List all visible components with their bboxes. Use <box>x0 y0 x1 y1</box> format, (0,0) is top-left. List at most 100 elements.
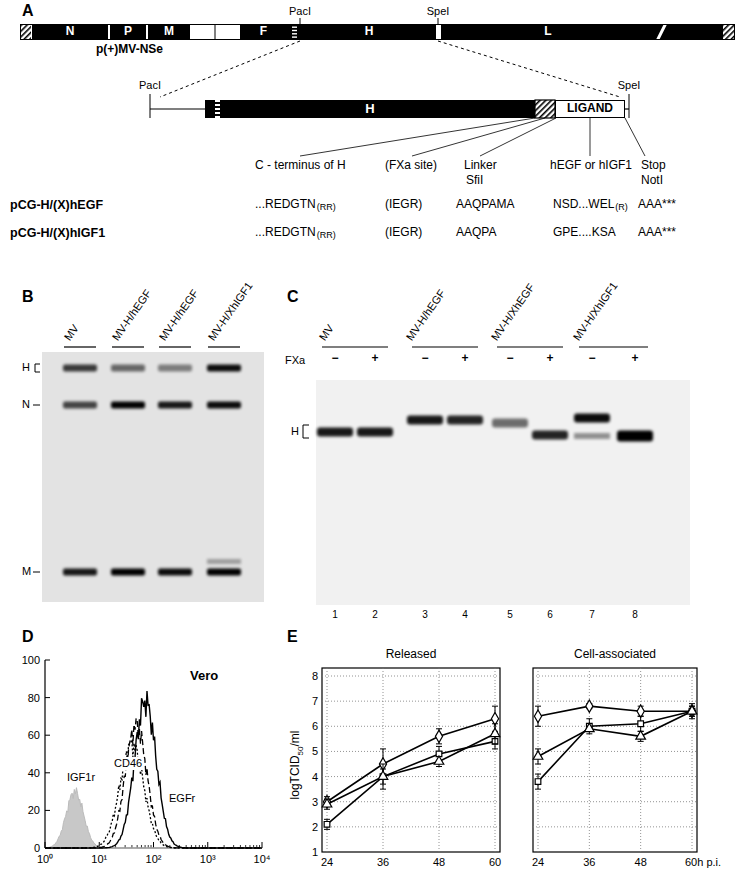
line <box>640 668 641 852</box>
axis-tick: 2 <box>312 821 318 834</box>
line <box>45 842 46 848</box>
treatment-sign: − <box>588 352 595 366</box>
lane-label: MV <box>317 322 337 343</box>
line <box>380 769 386 770</box>
line <box>322 346 388 347</box>
lane-label: MV-H/hEGF <box>404 287 448 343</box>
lane-number: 5 <box>507 609 513 621</box>
line <box>492 748 498 749</box>
construct-name: pCG-H/(X)hEGF <box>10 198 103 212</box>
line <box>64 346 96 347</box>
growth-plot-cell <box>533 668 697 852</box>
lane-label: MV-H/XhIGF1 <box>571 280 621 343</box>
axis-tick: 8 <box>312 670 318 683</box>
sequence-text: (RR) <box>317 202 336 212</box>
panel-letter: A <box>22 2 34 20</box>
line <box>629 94 630 118</box>
line <box>535 789 541 790</box>
site-label: SfiI <box>466 174 483 188</box>
axis-tick: 20 <box>28 804 40 817</box>
curve-label: CD46 <box>113 757 143 770</box>
axis-tick: 80 <box>28 691 40 704</box>
panel-letter: E <box>287 628 298 646</box>
lane-number: 1 <box>332 609 338 621</box>
axis-tick: 10³ <box>200 853 216 866</box>
axis-label-part: 50 <box>296 747 305 756</box>
ligand-box: LIGAND <box>555 100 625 118</box>
axis-tick: 100 <box>22 654 40 667</box>
lane-label: MV-H/XhEGF <box>489 281 538 343</box>
node-text: N <box>66 25 75 38</box>
line <box>324 829 330 830</box>
plot-title: Released <box>386 648 437 662</box>
panel-letter: D <box>22 628 34 646</box>
lane-number: 3 <box>422 609 428 621</box>
western-blot-c <box>303 347 690 605</box>
axis-tick: 36 <box>583 856 595 869</box>
node-text: M <box>164 25 174 38</box>
line <box>322 676 500 677</box>
sequence-text: (RR) <box>317 230 336 240</box>
axis-label-part: /ml <box>288 731 302 747</box>
annotation: Linker <box>464 159 497 173</box>
axis-tick: 3 <box>312 795 318 808</box>
line <box>657 23 666 41</box>
line <box>533 701 697 702</box>
line <box>492 706 498 707</box>
line <box>380 748 386 749</box>
line <box>535 748 541 749</box>
line <box>33 572 40 573</box>
line <box>160 41 300 97</box>
treatment-sign: − <box>506 352 513 366</box>
line <box>436 746 442 747</box>
flow-histogram <box>45 660 262 848</box>
growth-plot-released <box>322 668 500 852</box>
line <box>159 346 191 347</box>
band-label: H <box>291 425 299 438</box>
line <box>322 751 500 752</box>
line <box>45 810 50 811</box>
line <box>322 826 500 827</box>
sequence-text: AAA*** <box>638 198 676 212</box>
axis-tick: 24 <box>532 856 544 869</box>
lane-label: MV-H/XhIGF1 <box>206 280 256 343</box>
line <box>492 723 498 724</box>
annotation: (FXa site) <box>385 159 437 173</box>
line <box>150 108 205 109</box>
sequence-text: AAA*** <box>638 226 676 240</box>
line <box>590 118 591 156</box>
line <box>112 346 144 347</box>
gene-segment: H <box>302 25 436 39</box>
axis-tick: 36 <box>377 856 389 869</box>
line <box>44 660 45 848</box>
line <box>638 716 644 717</box>
band-label: H <box>22 361 30 374</box>
plot-title: Cell-associated <box>574 648 656 662</box>
line <box>495 668 496 852</box>
line <box>436 766 442 767</box>
curve-label: IGF1r <box>66 771 96 784</box>
line <box>322 801 500 802</box>
line <box>579 346 648 347</box>
treatment-sign: − <box>421 352 428 366</box>
line <box>535 774 541 775</box>
lane-label: MV-H/hEGF <box>157 287 201 343</box>
line <box>535 726 541 727</box>
gene-segment: M <box>148 25 190 39</box>
lane-number: 7 <box>589 609 595 621</box>
node-text: H <box>365 102 374 116</box>
band-label: M <box>22 565 31 578</box>
axis-tick: 48 <box>635 856 647 869</box>
line <box>322 776 500 777</box>
gene-segment: N <box>32 25 108 39</box>
h-gene-box: H <box>205 100 535 118</box>
treatment-sign: + <box>631 352 638 366</box>
line <box>533 676 697 677</box>
line <box>689 703 695 704</box>
site-label: PacI <box>289 5 311 18</box>
line <box>438 41 620 97</box>
curve-label: EGFr <box>168 792 196 805</box>
axis-tick: 60h p.i. <box>685 856 721 869</box>
sequence-text: (R) <box>615 202 628 212</box>
